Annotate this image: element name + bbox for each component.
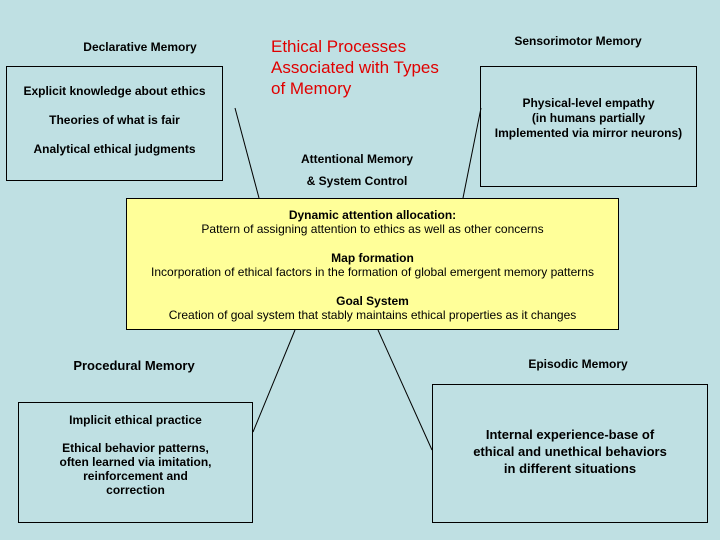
procedural-line: reinforcement and [83, 469, 188, 483]
section-text: Pattern of assigning attention to ethics… [201, 222, 544, 236]
sensorimotor-line: Physical-level empathy [522, 96, 655, 110]
declarative-item: Explicit knowledge about ethics [23, 84, 206, 98]
section-text: Creation of goal system that stably main… [168, 308, 577, 322]
sensorimotor-memory-box: Physical-level empathy (in humans partia… [480, 66, 697, 187]
connector-sensorimotor [462, 107, 482, 199]
attentional-label-line: Attentional Memory [300, 152, 413, 166]
procedural-memory-label: Procedural Memory [73, 358, 195, 373]
procedural-line: Ethical behavior patterns, [62, 441, 209, 455]
sensorimotor-line: Implemented via mirror neurons) [494, 126, 683, 140]
procedural-memory-box: Implicit ethical practice Ethical behavi… [18, 402, 253, 523]
section-heading: Map formation [331, 251, 414, 265]
connector-episodic [377, 329, 433, 451]
sensorimotor-memory-label: Sensorimotor Memory [514, 34, 642, 48]
procedural-line: often learned via imitation, [59, 455, 212, 469]
declarative-item: Theories of what is fair [49, 113, 180, 127]
declarative-item: Analytical ethical judgments [33, 142, 196, 156]
attentional-memory-label: Attentional Memory & System Control [277, 148, 437, 192]
episodic-memory-label: Episodic Memory [528, 357, 628, 371]
section-heading: Dynamic attention allocation: [288, 208, 457, 222]
section-heading: Goal System [336, 294, 409, 308]
diagram-title: Ethical Processes Associated with Types … [271, 36, 439, 99]
procedural-heading: Implicit ethical practice [69, 413, 202, 427]
episodic-line: Internal experience-base of [485, 427, 655, 442]
title-line: Ethical Processes [271, 37, 407, 56]
declarative-memory-label: Declarative Memory [83, 40, 197, 54]
sensorimotor-line: (in humans partially [531, 111, 646, 125]
connector-declarative [234, 107, 260, 199]
connector-procedural [252, 329, 296, 433]
title-line: Associated with Types [271, 58, 439, 77]
episodic-memory-box: Internal experience-base of ethical and … [432, 384, 708, 523]
episodic-line: in different situations [503, 461, 637, 476]
procedural-line: correction [106, 483, 165, 497]
attentional-memory-box: Dynamic attention allocation: Pattern of… [126, 198, 619, 330]
title-line: of Memory [271, 79, 352, 98]
attentional-label-line: & System Control [306, 174, 408, 188]
declarative-memory-box: Explicit knowledge about ethics Theories… [6, 66, 223, 181]
section-text: Incorporation of ethical factors in the … [151, 265, 594, 279]
episodic-line: ethical and unethical behaviors [473, 444, 667, 459]
